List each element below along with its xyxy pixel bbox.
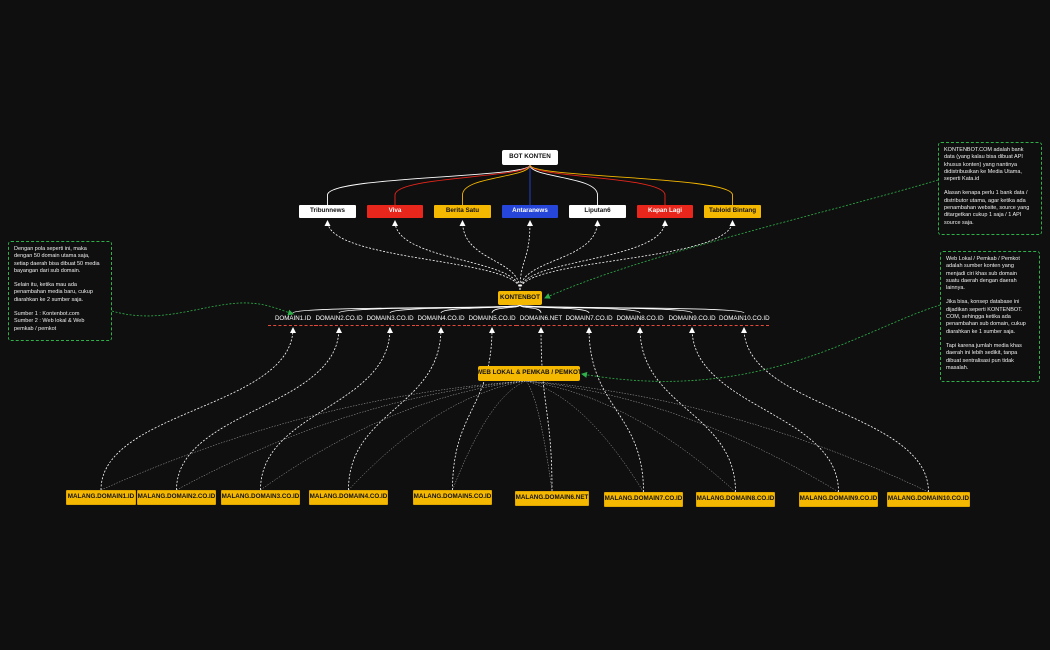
connector-hub-to-source-4 bbox=[519, 220, 533, 291]
connector-malang-to-domain-3 bbox=[260, 327, 393, 491]
connector-main-to-source-7 bbox=[529, 164, 733, 205]
note-right-top[interactable]: KONTENBOT.COM adalah bank data (yang kal… bbox=[938, 142, 1042, 235]
source-node-tribunnews[interactable]: Tribunnews bbox=[299, 205, 356, 218]
connector-malang-to-domain-7 bbox=[586, 327, 644, 493]
connector-hub-to-source-5 bbox=[519, 220, 601, 291]
connector-hub-to-source-1 bbox=[324, 220, 521, 291]
domain-label-4[interactable]: DOMAIN4.CO.ID bbox=[416, 315, 466, 326]
connector-main-to-source-5 bbox=[529, 164, 598, 205]
note-right-bottom-paragraph-1: Web Lokal / Pemkab / Pemkot adalah sumbe… bbox=[946, 256, 1020, 292]
connector-main-to-source-2 bbox=[394, 164, 531, 205]
connector-note-right-top-to-kontenbot bbox=[544, 179, 939, 299]
connector-note-right-bottom-to-web bbox=[581, 304, 941, 382]
connector-malang-to-domain-5 bbox=[452, 327, 495, 491]
connector-main-to-source-1 bbox=[327, 164, 531, 205]
connector-main-to-source-6 bbox=[529, 164, 666, 205]
note-right-top-paragraph-1: KONTENBOT.COM adalah bank data (yang kal… bbox=[944, 147, 1024, 183]
source-node-berita-satu[interactable]: Berita Satu bbox=[434, 205, 491, 218]
kontenbot-node[interactable]: KONTENBOT bbox=[498, 291, 542, 305]
connector-malang-to-web-3 bbox=[260, 380, 527, 491]
connector-malang-to-domain-1 bbox=[100, 327, 296, 491]
connector-hub-to-domain-6 bbox=[519, 304, 542, 314]
domain-label-7[interactable]: DOMAIN7.CO.ID bbox=[564, 315, 614, 326]
connector-hub-to-source-6 bbox=[519, 220, 668, 291]
note-right-bottom-paragraph-3: Tapi karena jumlah media khas daerah ini… bbox=[946, 342, 1022, 371]
note-left-paragraph-3: Sumber 1 : Kontenbot.com Sumber 2 : Web … bbox=[14, 311, 85, 332]
malang-domain-node-7[interactable]: MALANG.DOMAIN7.CO.ID bbox=[604, 492, 683, 507]
web-lokal-pemkab-node[interactable]: WEB LOKAL & PEMKAB / PEMKOT bbox=[476, 366, 582, 381]
connector-hub-to-domain-4 bbox=[440, 304, 521, 314]
malang-domain-node-1[interactable]: MALANG.DOMAIN1.ID bbox=[66, 490, 136, 505]
connector-hub-to-domain-5 bbox=[491, 304, 521, 314]
connector-malang-to-domain-8 bbox=[637, 327, 736, 493]
source-node-liputan6[interactable]: Liputan6 bbox=[569, 205, 626, 218]
connector-malang-to-web-8 bbox=[525, 380, 736, 493]
malang-domain-node-5[interactable]: MALANG.DOMAIN5.CO.ID bbox=[413, 490, 492, 505]
connector-malang-to-web-6 bbox=[525, 380, 553, 492]
connector-hub-to-source-2 bbox=[392, 220, 521, 291]
connector-malang-to-domain-4 bbox=[348, 327, 444, 491]
source-node-tabloid-bintang[interactable]: Tabloid Bintang bbox=[704, 205, 761, 218]
connector-malang-to-web-1 bbox=[100, 380, 527, 491]
connector-malang-to-web-10 bbox=[525, 380, 929, 493]
connector-note-left-to-domain1 bbox=[111, 302, 294, 317]
connector-hub-to-domain-10 bbox=[519, 304, 745, 314]
malang-domain-node-2[interactable]: MALANG.DOMAIN2.CO.ID bbox=[137, 490, 216, 505]
connector-malang-to-web-2 bbox=[176, 380, 527, 491]
connector-malang-to-web-9 bbox=[525, 380, 839, 493]
domain-label-9[interactable]: DOMAIN9.CO.ID bbox=[667, 315, 717, 326]
source-node-antaranews[interactable]: Antaranews bbox=[502, 205, 558, 218]
connector-malang-to-web-5 bbox=[452, 380, 527, 491]
note-right-bottom[interactable]: Web Lokal / Pemkab / Pemkot adalah sumbe… bbox=[940, 251, 1040, 382]
note-left-paragraph-1: Dengan pola seperti ini, maka dengan 50 … bbox=[14, 246, 100, 274]
domain-label-2[interactable]: DOMAIN2.CO.ID bbox=[314, 315, 364, 326]
connector-main-to-source-3 bbox=[462, 164, 531, 205]
connector-hub-to-domain-7 bbox=[519, 304, 590, 314]
note-left-paragraph-2: Selain itu, ketika mau ada penambahan me… bbox=[14, 282, 93, 303]
source-node-viva[interactable]: Viva bbox=[367, 205, 423, 218]
connector-malang-to-web-7 bbox=[525, 380, 644, 493]
note-right-top-paragraph-2: Alasan kenapa perlu 1 bank data / distri… bbox=[944, 190, 1030, 226]
malang-domain-node-10[interactable]: MALANG.DOMAIN10.CO.ID bbox=[887, 492, 970, 507]
note-right-bottom-paragraph-2: Jika bisa, konsep database ini dijadikan… bbox=[946, 299, 1026, 335]
malang-domain-node-4[interactable]: MALANG.DOMAIN4.CO.ID bbox=[309, 490, 388, 505]
bot-konten-node[interactable]: BOT KONTEN bbox=[502, 150, 558, 165]
connector-malang-to-domain-10 bbox=[741, 327, 929, 493]
connector-malang-to-domain-2 bbox=[176, 327, 342, 491]
connector-hub-to-source-7 bbox=[519, 220, 736, 291]
malang-domain-node-8[interactable]: MALANG.DOMAIN8.CO.ID bbox=[696, 492, 775, 507]
source-node-kapan-lagi[interactable]: Kapan Lagi bbox=[637, 205, 693, 218]
domain-label-8[interactable]: DOMAIN8.CO.ID bbox=[615, 315, 665, 326]
note-left[interactable]: Dengan pola seperti ini, maka dengan 50 … bbox=[8, 241, 112, 341]
connector-hub-to-source-3 bbox=[459, 220, 521, 291]
connector-hub-to-domain-1 bbox=[292, 304, 521, 314]
domain-label-6[interactable]: DOMAIN6.NET bbox=[516, 315, 566, 326]
malang-domain-node-9[interactable]: MALANG.DOMAIN9.CO.ID bbox=[799, 492, 878, 507]
malang-domain-node-3[interactable]: MALANG.DOMAIN3.CO.ID bbox=[221, 490, 300, 505]
connector-malang-to-domain-6 bbox=[538, 327, 553, 492]
malang-domain-node-6[interactable]: MALANG.DOMAIN6.NET bbox=[515, 491, 589, 506]
connector-malang-to-domain-9 bbox=[689, 327, 839, 493]
domain-label-5[interactable]: DOMAIN5.CO.ID bbox=[467, 315, 517, 326]
domain-label-3[interactable]: DOMAIN3.CO.ID bbox=[365, 315, 415, 326]
connector-malang-to-web-4 bbox=[348, 380, 527, 491]
domain-label-10[interactable]: DOMAIN10.CO.ID bbox=[719, 315, 770, 326]
domain-label-1[interactable]: DOMAIN1.ID bbox=[268, 315, 318, 326]
